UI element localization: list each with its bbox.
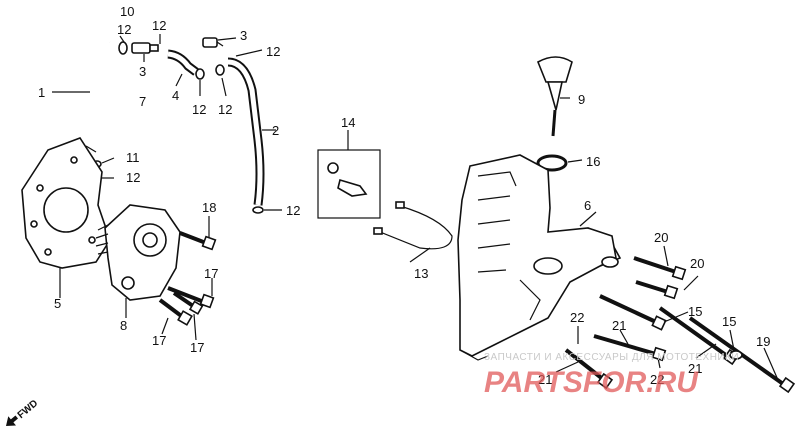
- callout-9: 9: [578, 92, 585, 107]
- callout-20: 20: [654, 230, 668, 245]
- washer-15b: [729, 350, 743, 360]
- callout-21: 21: [538, 372, 552, 387]
- callout-7: 7: [139, 94, 146, 109]
- callout-22: 22: [570, 310, 584, 325]
- callout-13: 13: [414, 266, 428, 281]
- fwd-arrow-icon: [6, 415, 19, 426]
- hose-1: [84, 39, 111, 153]
- callout-15: 15: [722, 314, 736, 329]
- callout-17: 17: [204, 266, 218, 281]
- callout-14: 14: [341, 115, 355, 130]
- leader-lines: [52, 34, 779, 381]
- callout-3: 3: [240, 28, 247, 43]
- nipple-3: [202, 37, 224, 48]
- callout-22: 22: [650, 372, 664, 387]
- bolt-18: [179, 231, 217, 251]
- callout-8: 8: [120, 318, 127, 333]
- callout-20: 20: [690, 256, 704, 271]
- callout-12: 12: [126, 170, 140, 185]
- callout-3: 3: [139, 64, 146, 79]
- callout-1: 1: [38, 85, 45, 100]
- water-pump-8: [95, 204, 181, 301]
- callout-21: 21: [612, 318, 626, 333]
- bolt-22: [564, 348, 614, 390]
- dipstick-9: [536, 56, 573, 137]
- fwd-marker: FWD: [6, 398, 41, 426]
- hose-2: [215, 57, 265, 214]
- bolt-20a: [633, 256, 687, 281]
- bolt-15a: [599, 294, 667, 331]
- callout-11: 11: [126, 150, 140, 165]
- watermark-logo: PARTSFOR.RU: [484, 366, 699, 399]
- callout-21: 21: [688, 361, 702, 376]
- gasket-5: [21, 137, 111, 269]
- callout-2: 2: [272, 123, 279, 138]
- watermark: ЗАПЧАСТИ И АКСЕССУАРЫ ДЛЯ МОТОТЕХНИКИ PA…: [484, 352, 739, 399]
- callout-19: 19: [756, 334, 770, 349]
- callout-16: 16: [586, 154, 600, 169]
- bolt-21a: [593, 334, 667, 362]
- o-ring-16: [536, 154, 568, 172]
- watermark-tagline: ЗАПЧАСТИ И АКСЕССУАРЫ ДЛЯ МОТОТЕХНИКИ: [484, 352, 739, 363]
- callout-17: 17: [190, 340, 204, 355]
- bolt-17c: [172, 291, 204, 315]
- callout-17: 17: [152, 333, 166, 348]
- callout-12: 12: [266, 44, 280, 59]
- callout-10: 10: [120, 4, 134, 19]
- callout-6: 6: [584, 198, 591, 213]
- callout-12: 12: [218, 102, 232, 117]
- bolt-17a: [167, 286, 215, 309]
- callout-labels: 10 12 3 7 12 4 12 3 12 12 1 2 11 12 9 14…: [38, 4, 770, 387]
- callout-4: 4: [172, 88, 179, 103]
- switch-kit-14: [317, 149, 381, 219]
- bolt-20b: [635, 280, 679, 300]
- crankcase-cover-6: [457, 154, 622, 361]
- callout-15: 15: [688, 304, 702, 319]
- wire-13: [373, 201, 453, 250]
- clamp-10: [118, 41, 128, 55]
- callout-12: 12: [286, 203, 300, 218]
- callout-12: 12: [152, 18, 166, 33]
- joint-3-7: [131, 42, 159, 54]
- bolt-17b: [158, 298, 193, 326]
- callout-18: 18: [202, 200, 216, 215]
- callout-12: 12: [192, 102, 206, 117]
- hose-4: [167, 49, 205, 80]
- callout-5: 5: [54, 296, 61, 311]
- fwd-label: FWD: [16, 398, 41, 421]
- callout-12: 12: [117, 22, 131, 37]
